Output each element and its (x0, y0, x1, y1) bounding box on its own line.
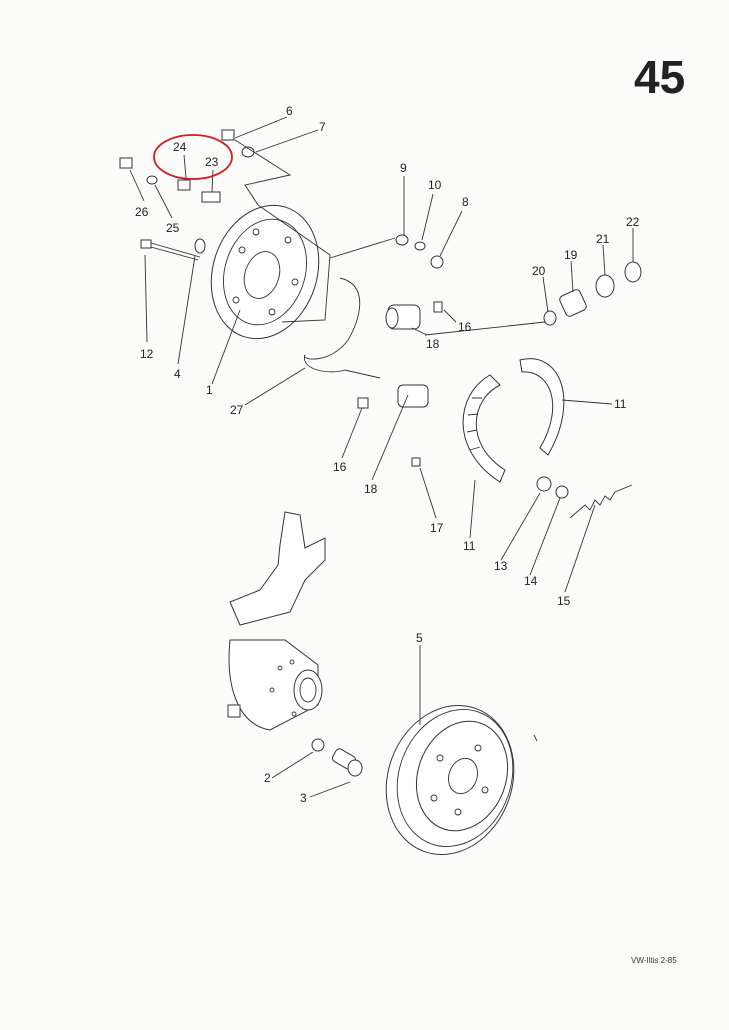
callout-labels: 1 2 3 4 5 6 7 8 9 10 11 11 12 13 14 15 1… (135, 104, 640, 805)
spring-parts (536, 476, 633, 519)
callout-11-left: 11 (463, 539, 476, 553)
bleeder-parts (119, 129, 292, 206)
stray-mark (533, 734, 538, 742)
callout-18-upper: 18 (426, 337, 440, 351)
callout-20: 20 (532, 264, 546, 278)
callout-3: 3 (300, 791, 307, 805)
callout-26: 26 (135, 205, 149, 219)
callout-16-upper: 16 (458, 320, 472, 334)
wheel-cylinder-upper (385, 301, 443, 330)
callout-1: 1 (206, 383, 213, 397)
brake-shoe-right (519, 358, 565, 456)
callout-12: 12 (140, 347, 154, 361)
small-parts-9-10-8 (329, 234, 444, 269)
callout-6: 6 (286, 104, 293, 118)
callout-7: 7 (319, 120, 326, 134)
highlight-circle (153, 134, 233, 180)
backing-plate (210, 204, 331, 340)
callout-5: 5 (416, 631, 423, 645)
callout-11-right: 11 (614, 397, 627, 411)
callout-27: 27 (230, 403, 244, 417)
callout-8: 8 (462, 195, 469, 209)
callout-21: 21 (596, 232, 610, 246)
callout-22: 22 (626, 215, 640, 229)
leader-lines (129, 116, 634, 798)
footer-label: VW-Iltis 2-85 (631, 956, 677, 965)
callout-13: 13 (494, 559, 508, 573)
callout-15: 15 (557, 594, 571, 608)
brake-shoe-left (462, 374, 506, 483)
steering-knuckle (227, 511, 326, 731)
bolt-3 (331, 748, 363, 777)
callout-17: 17 (430, 521, 444, 535)
callout-24: 24 (173, 140, 187, 154)
brake-hose (304, 277, 381, 379)
callout-9: 9 (400, 161, 407, 175)
callout-14: 14 (524, 574, 538, 588)
brake-drum (385, 705, 515, 855)
pin-17 (411, 457, 421, 467)
seal-4 (194, 238, 206, 254)
page-number: 45 (634, 51, 685, 103)
wheel-cylinder-lower (357, 384, 429, 409)
callout-19: 19 (564, 248, 578, 262)
callout-10: 10 (428, 178, 442, 192)
callout-16-lower: 16 (333, 460, 347, 474)
callout-4: 4 (174, 367, 181, 381)
washer-2 (311, 738, 325, 752)
callout-18-lower: 18 (364, 482, 378, 496)
callout-2: 2 (264, 771, 271, 785)
callout-23: 23 (205, 155, 219, 169)
bolt-12 (140, 239, 201, 261)
callout-25: 25 (166, 221, 180, 235)
